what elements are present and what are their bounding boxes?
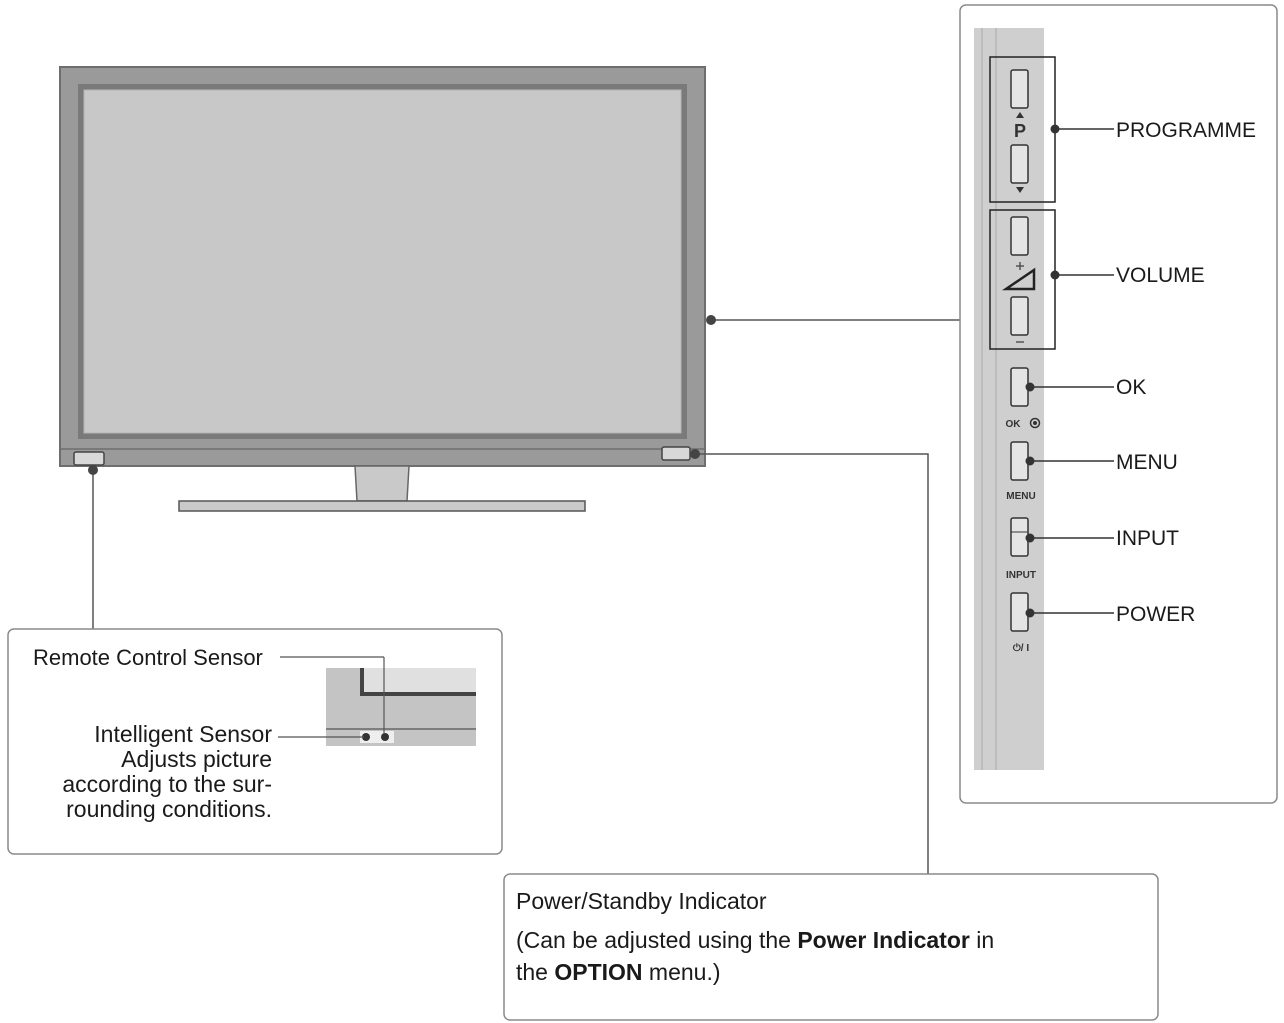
volume-leader-dot — [1050, 270, 1060, 280]
power-indicator-title: Power/Standby Indicator — [516, 888, 767, 914]
tv-stand-neck — [354, 465, 410, 502]
intelligent-sensor-dot — [362, 733, 370, 741]
tv-set — [59, 66, 706, 512]
tv-stand-base — [178, 500, 586, 512]
remote-sensor-window — [73, 451, 105, 466]
intelligent-sensor-desc-line: rounding conditions. — [66, 796, 272, 822]
side-panel-callout: P OK MENU INPUT ⏻/ I — [959, 4, 1278, 804]
note-bold-power-indicator: Power Indicator — [797, 927, 970, 953]
sensor-callout — [7, 628, 503, 855]
indicator-leader-line — [695, 453, 929, 874]
tv-screen — [83, 89, 682, 434]
note-text: (Can be adjusted using the — [516, 927, 798, 953]
leader-lines — [92, 319, 960, 874]
input-button — [1010, 517, 1029, 557]
volume-down-button — [1010, 296, 1029, 336]
ok-mark: OK — [1006, 419, 1022, 430]
programme-down-arrow-icon — [1016, 187, 1024, 193]
note-text: menu.) — [642, 959, 721, 985]
menu-mark: MENU — [1006, 491, 1035, 502]
intelligent-sensor-label: Intelligent Sensor — [94, 721, 272, 747]
power-leader-dot — [1025, 608, 1035, 618]
side-panel-strip — [974, 28, 1044, 770]
menu-button — [1010, 441, 1029, 481]
indicator-callout-box — [503, 873, 1159, 1021]
note-bold-option: OPTION — [554, 959, 643, 985]
intelligent-sensor-desc-line: according to the sur- — [62, 771, 272, 797]
programme-label: PROGRAMME — [1116, 119, 1256, 142]
power-mark: ⏻/ I — [1013, 642, 1029, 654]
power-button — [1010, 592, 1029, 632]
intelligent-sensor-text: Intelligent Sensor Adjusts picture accor… — [10, 722, 272, 822]
programme-up-arrow-icon — [1016, 112, 1024, 118]
note-text: the — [516, 959, 555, 985]
indicator-leader-dot — [690, 449, 700, 459]
ok-button — [1010, 367, 1029, 407]
sensor-leader-dot — [88, 465, 98, 475]
remote-control-sensor-label: Remote Control Sensor — [33, 645, 263, 670]
programme-down-button — [1010, 144, 1029, 184]
menu-label: MENU — [1116, 451, 1178, 474]
power-indicator-window — [661, 446, 691, 461]
zoomed-screen-edge — [360, 668, 476, 696]
volume-label: VOLUME — [1116, 264, 1205, 287]
programme-leader-dot — [1050, 124, 1060, 134]
programme-up-button — [1010, 69, 1029, 109]
ok-dot-icon — [1029, 417, 1041, 429]
input-mark: INPUT — [1006, 570, 1036, 581]
volume-plus-icon — [1016, 262, 1024, 270]
intelligent-sensor-desc-line: Adjusts picture — [121, 746, 272, 772]
power-indicator-text: Power/Standby Indicator (Can be adjusted… — [516, 884, 1146, 988]
input-label: INPUT — [1116, 527, 1179, 550]
input-leader-dot — [1025, 533, 1035, 543]
power-indicator-note: (Can be adjusted using the Power Indicat… — [516, 924, 1146, 988]
ok-leader-dot — [1025, 382, 1035, 392]
zoomed-screen-area — [364, 668, 476, 692]
power-label: POWER — [1116, 603, 1195, 626]
ok-label: OK — [1116, 376, 1146, 399]
ok-dot-center — [1033, 421, 1037, 425]
programme-mark: P — [1014, 121, 1026, 141]
volume-wedge-icon — [1001, 267, 1036, 291]
note-text: in — [969, 927, 995, 953]
side-leader-dot — [706, 315, 716, 325]
menu-leader-dot — [1025, 456, 1035, 466]
remote-sensor-dot — [381, 733, 389, 741]
volume-up-button — [1010, 216, 1029, 256]
